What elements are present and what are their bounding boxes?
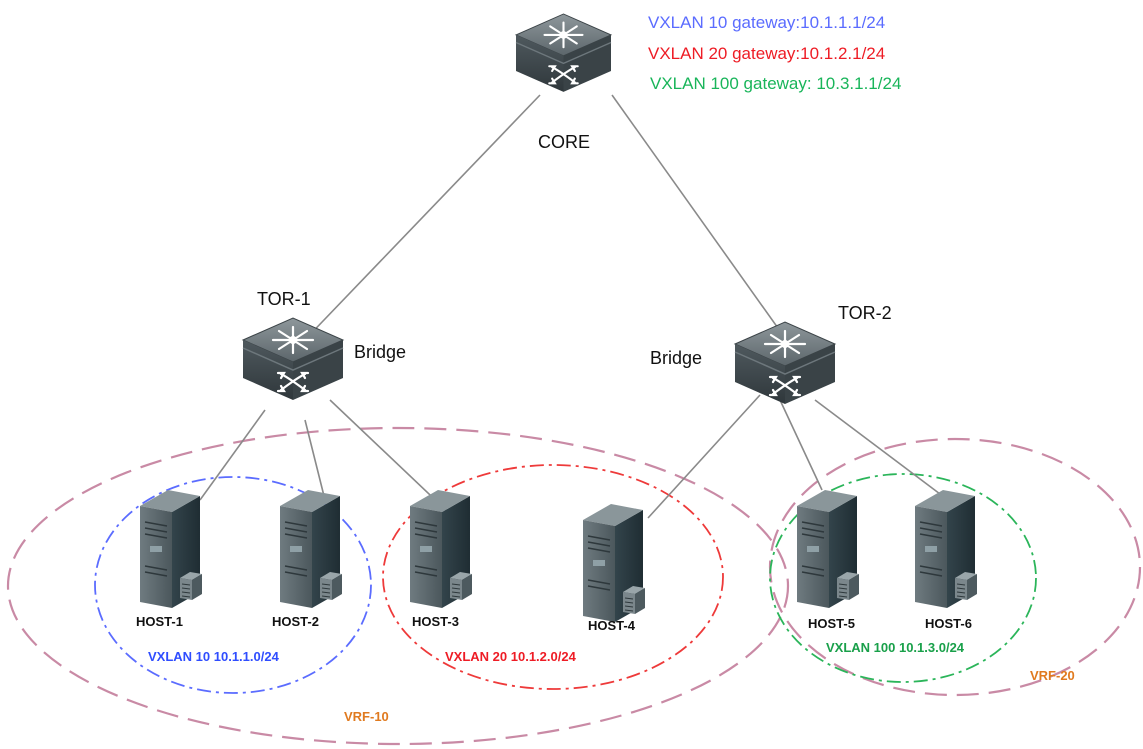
vrf-10-boundary: [6, 426, 790, 746]
host-1-server-icon: [139, 489, 203, 609]
vxlan-20-boundary: [382, 464, 724, 690]
vrf-10-label: VRF-10: [344, 709, 389, 724]
link-tor1-host2: [304, 419, 326, 501]
host-2-server-icon: [279, 489, 343, 609]
tor1-switch-icon: [241, 316, 345, 402]
gateway-vxlan-100: VXLAN 100 gateway: 10.3.1.1/24: [650, 74, 901, 93]
link-tor2-host5: [779, 399, 823, 491]
host-3-server-icon: [409, 489, 473, 609]
host-4-label: HOST-4: [588, 618, 636, 633]
host-2-label: HOST-2: [272, 614, 319, 629]
core-switch-icon: [514, 12, 613, 93]
tor1-label: TOR-1: [257, 289, 311, 309]
vxlan-10-label: VXLAN 10 10.1.1.0/24: [148, 649, 280, 664]
host-3-label: HOST-3: [412, 614, 459, 629]
core-label: CORE: [538, 132, 590, 152]
link-tor1-host3: [329, 399, 449, 513]
host-6-server-icon: [914, 489, 978, 609]
host-4-server-icon: [582, 503, 646, 623]
vxlan-10-boundary: [94, 476, 372, 694]
tor2-role-label: Bridge: [650, 348, 702, 368]
host-5-label: HOST-5: [808, 616, 855, 631]
vxlan-20-label: VXLAN 20 10.1.2.0/24: [445, 649, 577, 664]
gateway-vxlan-10: VXLAN 10 gateway:10.1.1.1/24: [648, 13, 885, 32]
vxlan-100-boundary: [769, 473, 1037, 683]
vrf-20-label: VRF-20: [1030, 668, 1075, 683]
tor2-label: TOR-2: [838, 303, 892, 323]
link-core-tor2: [611, 94, 791, 346]
host-1-label: HOST-1: [136, 614, 183, 629]
link-core-tor1: [299, 94, 541, 346]
link-tor2-host6: [814, 399, 949, 501]
tor2-switch-icon: [733, 320, 837, 406]
host-5-server-icon: [796, 489, 860, 609]
link-tor2-host4: [647, 394, 761, 519]
vxlan-100-label: VXLAN 100 10.1.3.0/24: [826, 640, 965, 655]
host-6-label: HOST-6: [925, 616, 972, 631]
gateway-vxlan-20: VXLAN 20 gateway:10.1.2.1/24: [648, 44, 885, 63]
link-tor1-host1: [199, 409, 266, 501]
tor1-role-label: Bridge: [354, 342, 406, 362]
